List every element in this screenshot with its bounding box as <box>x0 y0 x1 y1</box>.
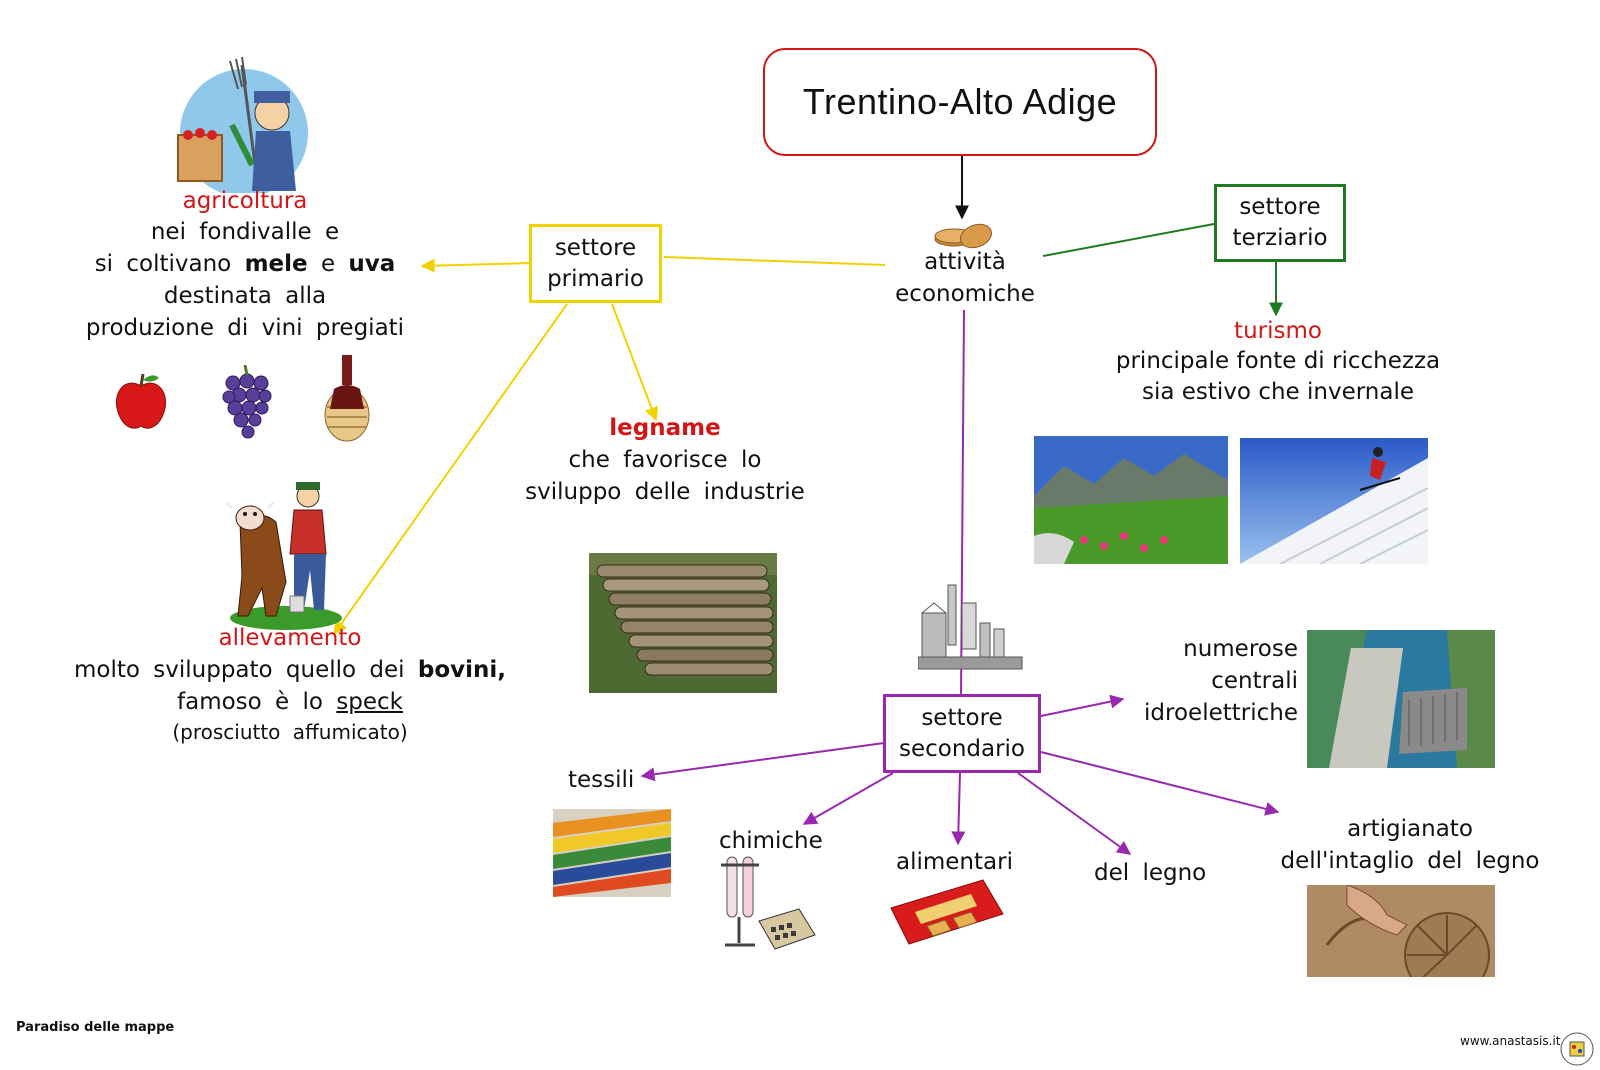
allevamento-line2-pre: famoso è lo <box>177 689 323 715</box>
title-box: Trentino-Alto Adige <box>763 48 1157 156</box>
tertiary-box-line2: terziario <box>1232 225 1328 251</box>
allevamento-line3: (prosciutto affumicato) <box>172 720 408 744</box>
wine-flask-icon <box>324 355 370 442</box>
mountain-photo <box>1034 436 1228 564</box>
artigianato-line1: artigianato <box>1347 816 1473 842</box>
centrali-line1: numerose <box>1183 636 1298 662</box>
tertiary-sector-box: settore terziario <box>1214 184 1346 262</box>
allevamento-line2: famoso è lo speck <box>40 686 540 718</box>
legname-line1: che favorisce lo <box>568 447 762 473</box>
primary-sector-box: settore primario <box>529 224 662 303</box>
agricoltura-uva: uva <box>348 251 396 277</box>
secondary-to-artigianato-arrow <box>1040 751 1280 816</box>
agricoltura-line2-mid: e <box>320 251 336 277</box>
primary-to-allevamento-arrow <box>333 303 568 636</box>
turismo-block: turismo principale fonte di ricchezza si… <box>1100 316 1456 408</box>
centrali-block: numerose centrali idroelettriche <box>1120 633 1298 729</box>
agricoltura-line2-pre: si coltivano <box>94 251 232 277</box>
allevamento-block: allevamento molto sviluppato quello dei … <box>40 622 540 746</box>
secondary-to-alimentari-arrow <box>951 772 966 846</box>
primary-to-legname-arrow <box>611 303 659 422</box>
artigianato-line2: dell'intaglio del legno <box>1280 848 1540 874</box>
alimentari-label: alimentari <box>896 849 1013 875</box>
footer-website: www.anastasis.it <box>1460 1034 1561 1048</box>
turismo-line2: sia estivo che invernale <box>1142 379 1414 405</box>
legname-block: legname che favorisce lo sviluppo delle … <box>500 412 830 508</box>
activities-to-primary-line <box>663 256 886 266</box>
agricoltura-line3: destinata alla <box>163 283 327 309</box>
farmer-icon <box>177 56 308 193</box>
allevamento-heading: allevamento <box>218 625 362 651</box>
secondary-to-centrali-arrow <box>1040 694 1125 717</box>
activities-line2: economiche <box>895 281 1035 307</box>
cow-farmer-icon <box>226 482 342 630</box>
activities-to-tertiary-line <box>1042 223 1215 257</box>
tertiary-box-line1: settore <box>1239 194 1321 220</box>
artigianato-block: artigianato dell'intaglio del legno <box>1270 813 1550 877</box>
centrali-line3: idroelettriche <box>1144 700 1298 726</box>
supermappe-logo-icon <box>1560 1032 1594 1066</box>
agricoltura-line2: si coltivano mele e uva <box>60 248 430 280</box>
activities-node: attività economiche <box>880 246 1050 310</box>
turismo-line1: principale fonte di ricchezza <box>1115 348 1441 374</box>
legname-line2: sviluppo delle industrie <box>525 479 805 505</box>
secondary-box-line2: secondario <box>898 735 1026 762</box>
secondary-to-tessili-arrow <box>640 742 885 782</box>
chimiche-label: chimiche <box>719 828 823 854</box>
logs-photo <box>589 553 777 693</box>
agricoltura-line1: nei fondivalle e <box>150 219 340 245</box>
agricoltura-mele: mele <box>244 251 308 277</box>
grapes-icon <box>222 365 272 439</box>
secondary-to-legno-arrow <box>1017 772 1132 855</box>
allevamento-line1: molto sviluppato quello dei bovini, <box>40 654 540 686</box>
allevamento-line1-pre: molto sviluppato quello dei <box>74 657 405 683</box>
allevamento-bovini: bovini, <box>417 657 506 683</box>
agricoltura-block: agricoltura nei fondivalle e si coltivan… <box>60 186 430 344</box>
agricoltura-heading: agricoltura <box>182 188 308 214</box>
wafer-snack-icon <box>890 879 1004 945</box>
secondary-to-chimiche-arrow <box>802 772 894 825</box>
allevamento-speck: speck <box>336 689 403 715</box>
footer-credit: Paradiso delle mappe <box>16 1020 175 1035</box>
secondary-box-line1: settore <box>921 704 1003 731</box>
factory-icon <box>918 584 1023 670</box>
tessili-label: tessili <box>568 767 635 793</box>
primary-to-agricoltura-arrow <box>420 258 531 273</box>
del-legno-label: del legno <box>1094 860 1207 886</box>
agricoltura-line4: produzione di vini pregiati <box>85 315 405 341</box>
page-title: Trentino-Alto Adige <box>802 81 1118 122</box>
chemistry-icon <box>721 856 816 950</box>
dam-photo <box>1307 630 1495 768</box>
activities-line1: attività <box>924 249 1006 275</box>
secondary-sector-box: settore secondario <box>883 694 1041 773</box>
apple-icon <box>116 373 166 429</box>
primary-box-line2: primario <box>547 265 644 292</box>
legname-heading: legname <box>609 415 721 441</box>
primary-box-line1: settore <box>554 234 637 261</box>
textiles-photo <box>553 809 671 897</box>
coins-icon <box>934 223 992 249</box>
centrali-line2: centrali <box>1211 668 1298 694</box>
turismo-heading: turismo <box>1234 318 1322 344</box>
ski-photo <box>1240 438 1428 564</box>
wood-carving-photo <box>1307 885 1495 977</box>
